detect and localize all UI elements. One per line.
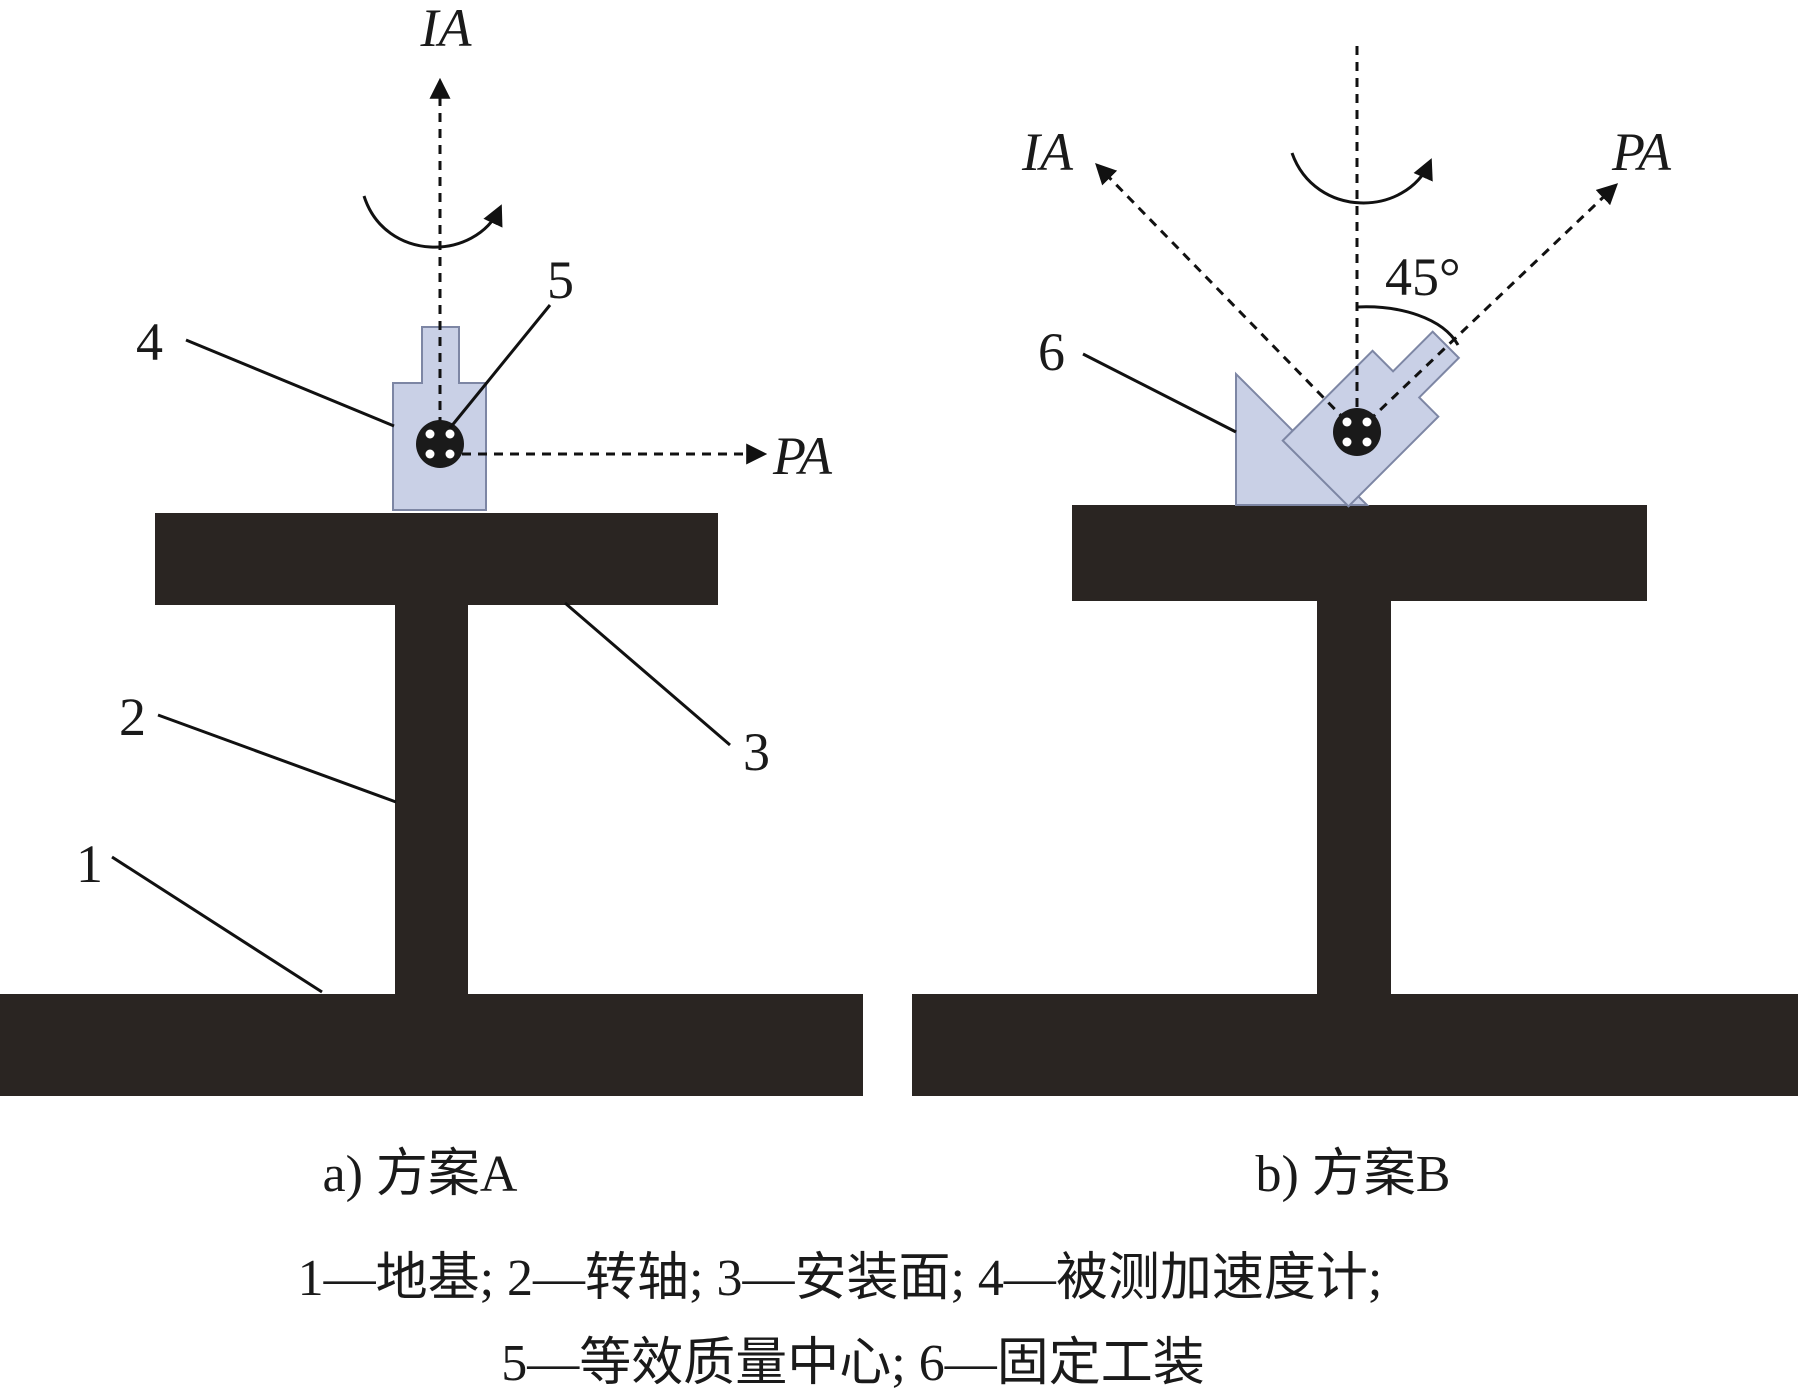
leader-6: [1082, 352, 1237, 434]
panel-a: IA PA 1 2 3 4 5 a) 方案A: [0, 0, 863, 1203]
axis-label-ia-a: IA: [420, 0, 473, 58]
part-number-2: 2: [119, 687, 146, 747]
angle-label-b: 45°: [1385, 247, 1461, 307]
leader-2: [157, 713, 397, 804]
part-number-6: 6: [1038, 322, 1065, 382]
legend-line-2: 5—等效质量中心; 6—固定工装: [501, 1335, 1204, 1392]
shaft-b: [1317, 595, 1391, 997]
legend-line-1: 1—地基; 2—转轴; 3—安装面; 4—被测加速度计;: [298, 1250, 1383, 1307]
rotation-arrow-a: [362, 195, 503, 249]
part-number-1: 1: [76, 834, 103, 894]
part-number-3: 3: [743, 722, 770, 782]
shaft-a: [395, 600, 468, 996]
panel-b: IA PA 45° 6 b) 方案B: [912, 46, 1798, 1203]
rotation-arrow-b: [1290, 152, 1433, 205]
leader-1: [111, 855, 323, 994]
leader-4: [185, 338, 395, 428]
part-number-5: 5: [547, 250, 574, 310]
axis-label-pa-a: PA: [772, 426, 833, 486]
axis-label-ia-b: IA: [1021, 122, 1074, 182]
mounting-plate-a: [155, 513, 718, 605]
part-number-4: 4: [136, 312, 163, 372]
foundation-a: [0, 994, 863, 1096]
mounting-plate-b: [1072, 505, 1647, 601]
axis-label-pa-b: PA: [1611, 122, 1672, 182]
caption-b: b) 方案B: [1255, 1146, 1450, 1203]
angle-arc-b: [1356, 305, 1460, 346]
leader-3: [564, 601, 731, 747]
caption-a: a) 方案A: [323, 1146, 518, 1203]
leader-5: [448, 304, 552, 429]
mass-center-a: [416, 420, 464, 468]
pa-axis-arrow-b: [1355, 183, 1619, 434]
mass-center-b: [1333, 408, 1381, 456]
ia-axis-arrow-b: [1095, 162, 1359, 434]
foundation-b: [912, 994, 1798, 1096]
